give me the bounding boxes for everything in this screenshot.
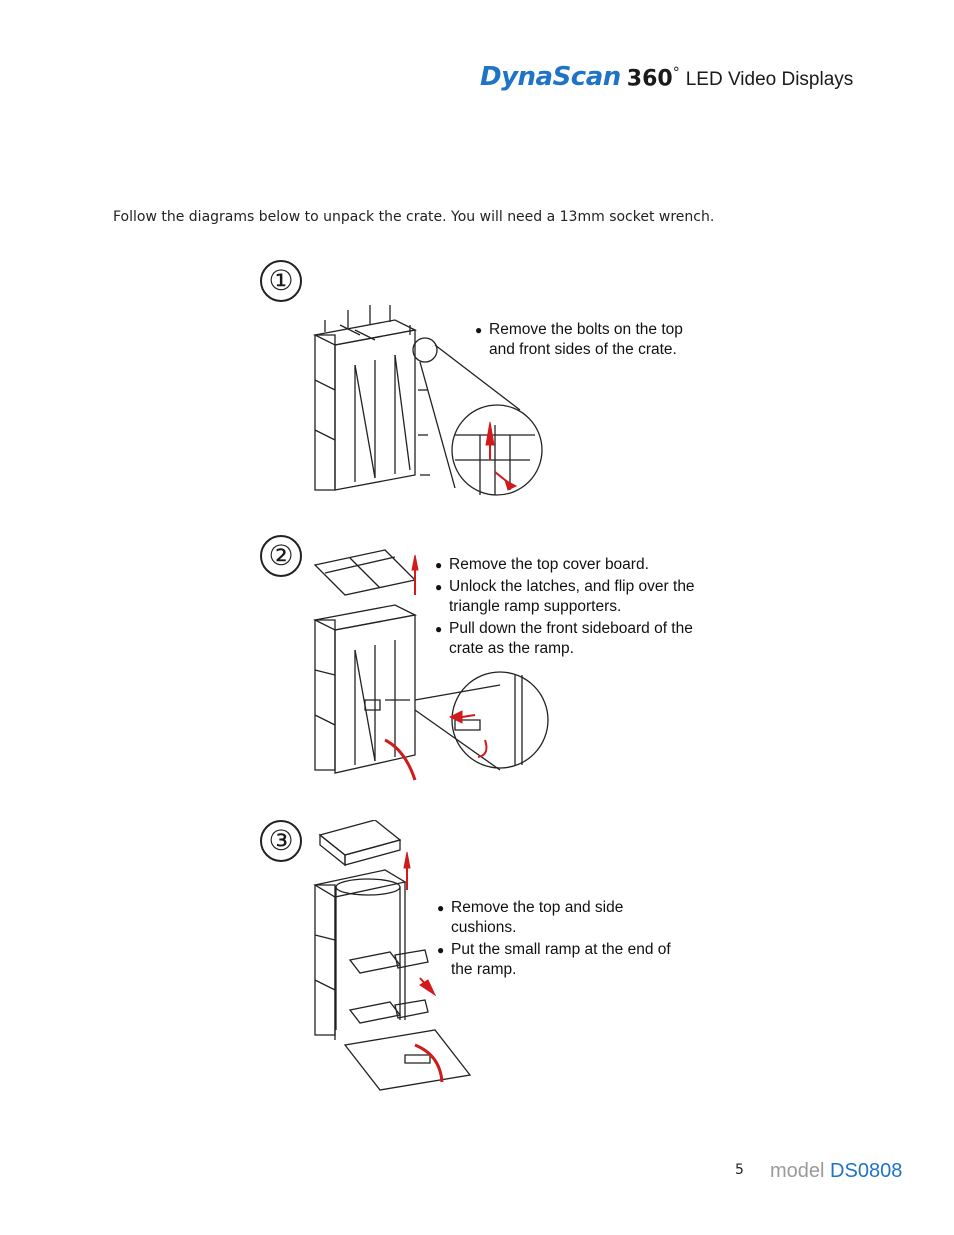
brand-name: DynaScan xyxy=(480,62,621,92)
step-number-3: ③ xyxy=(260,820,302,862)
step-2-instructions: Remove the top cover board. Unlock the l… xyxy=(435,555,695,661)
step-1-bullet: Remove the bolts on the top and front si… xyxy=(475,320,690,360)
step-3-bullet: Put the small ramp at the end of the ram… xyxy=(437,940,692,980)
step-1-instructions: Remove the bolts on the top and front si… xyxy=(475,320,690,362)
intro-text: Follow the diagrams below to unpack the … xyxy=(113,209,715,225)
step-2-bullet: Remove the top cover board. xyxy=(435,555,695,575)
unpack-diagram: ① xyxy=(250,250,700,1100)
brand-tagline: LED Video Displays xyxy=(685,69,854,90)
crate-illustration-3 xyxy=(250,820,700,1100)
step-number-1: ① xyxy=(260,260,302,302)
step-3-instructions: Remove the top and side cushions. Put th… xyxy=(437,898,692,982)
step-2-bullet: Unlock the latches, and flip over the tr… xyxy=(435,577,695,617)
header-logo: DynaScan 360° LED Video Displays xyxy=(480,62,853,98)
model-code: DS0808 xyxy=(830,1160,903,1182)
brand-360: 360° xyxy=(626,64,680,91)
crate-illustration-2 xyxy=(250,535,700,795)
model-label: model DS0808 xyxy=(770,1160,903,1182)
step-2-bullet: Pull down the front sideboard of the cra… xyxy=(435,619,695,659)
step-number-2: ② xyxy=(260,535,302,577)
crate-illustration-1 xyxy=(250,250,700,510)
step-3-bullet: Remove the top and side cushions. xyxy=(437,898,692,938)
page-number: 5 xyxy=(735,1162,744,1178)
